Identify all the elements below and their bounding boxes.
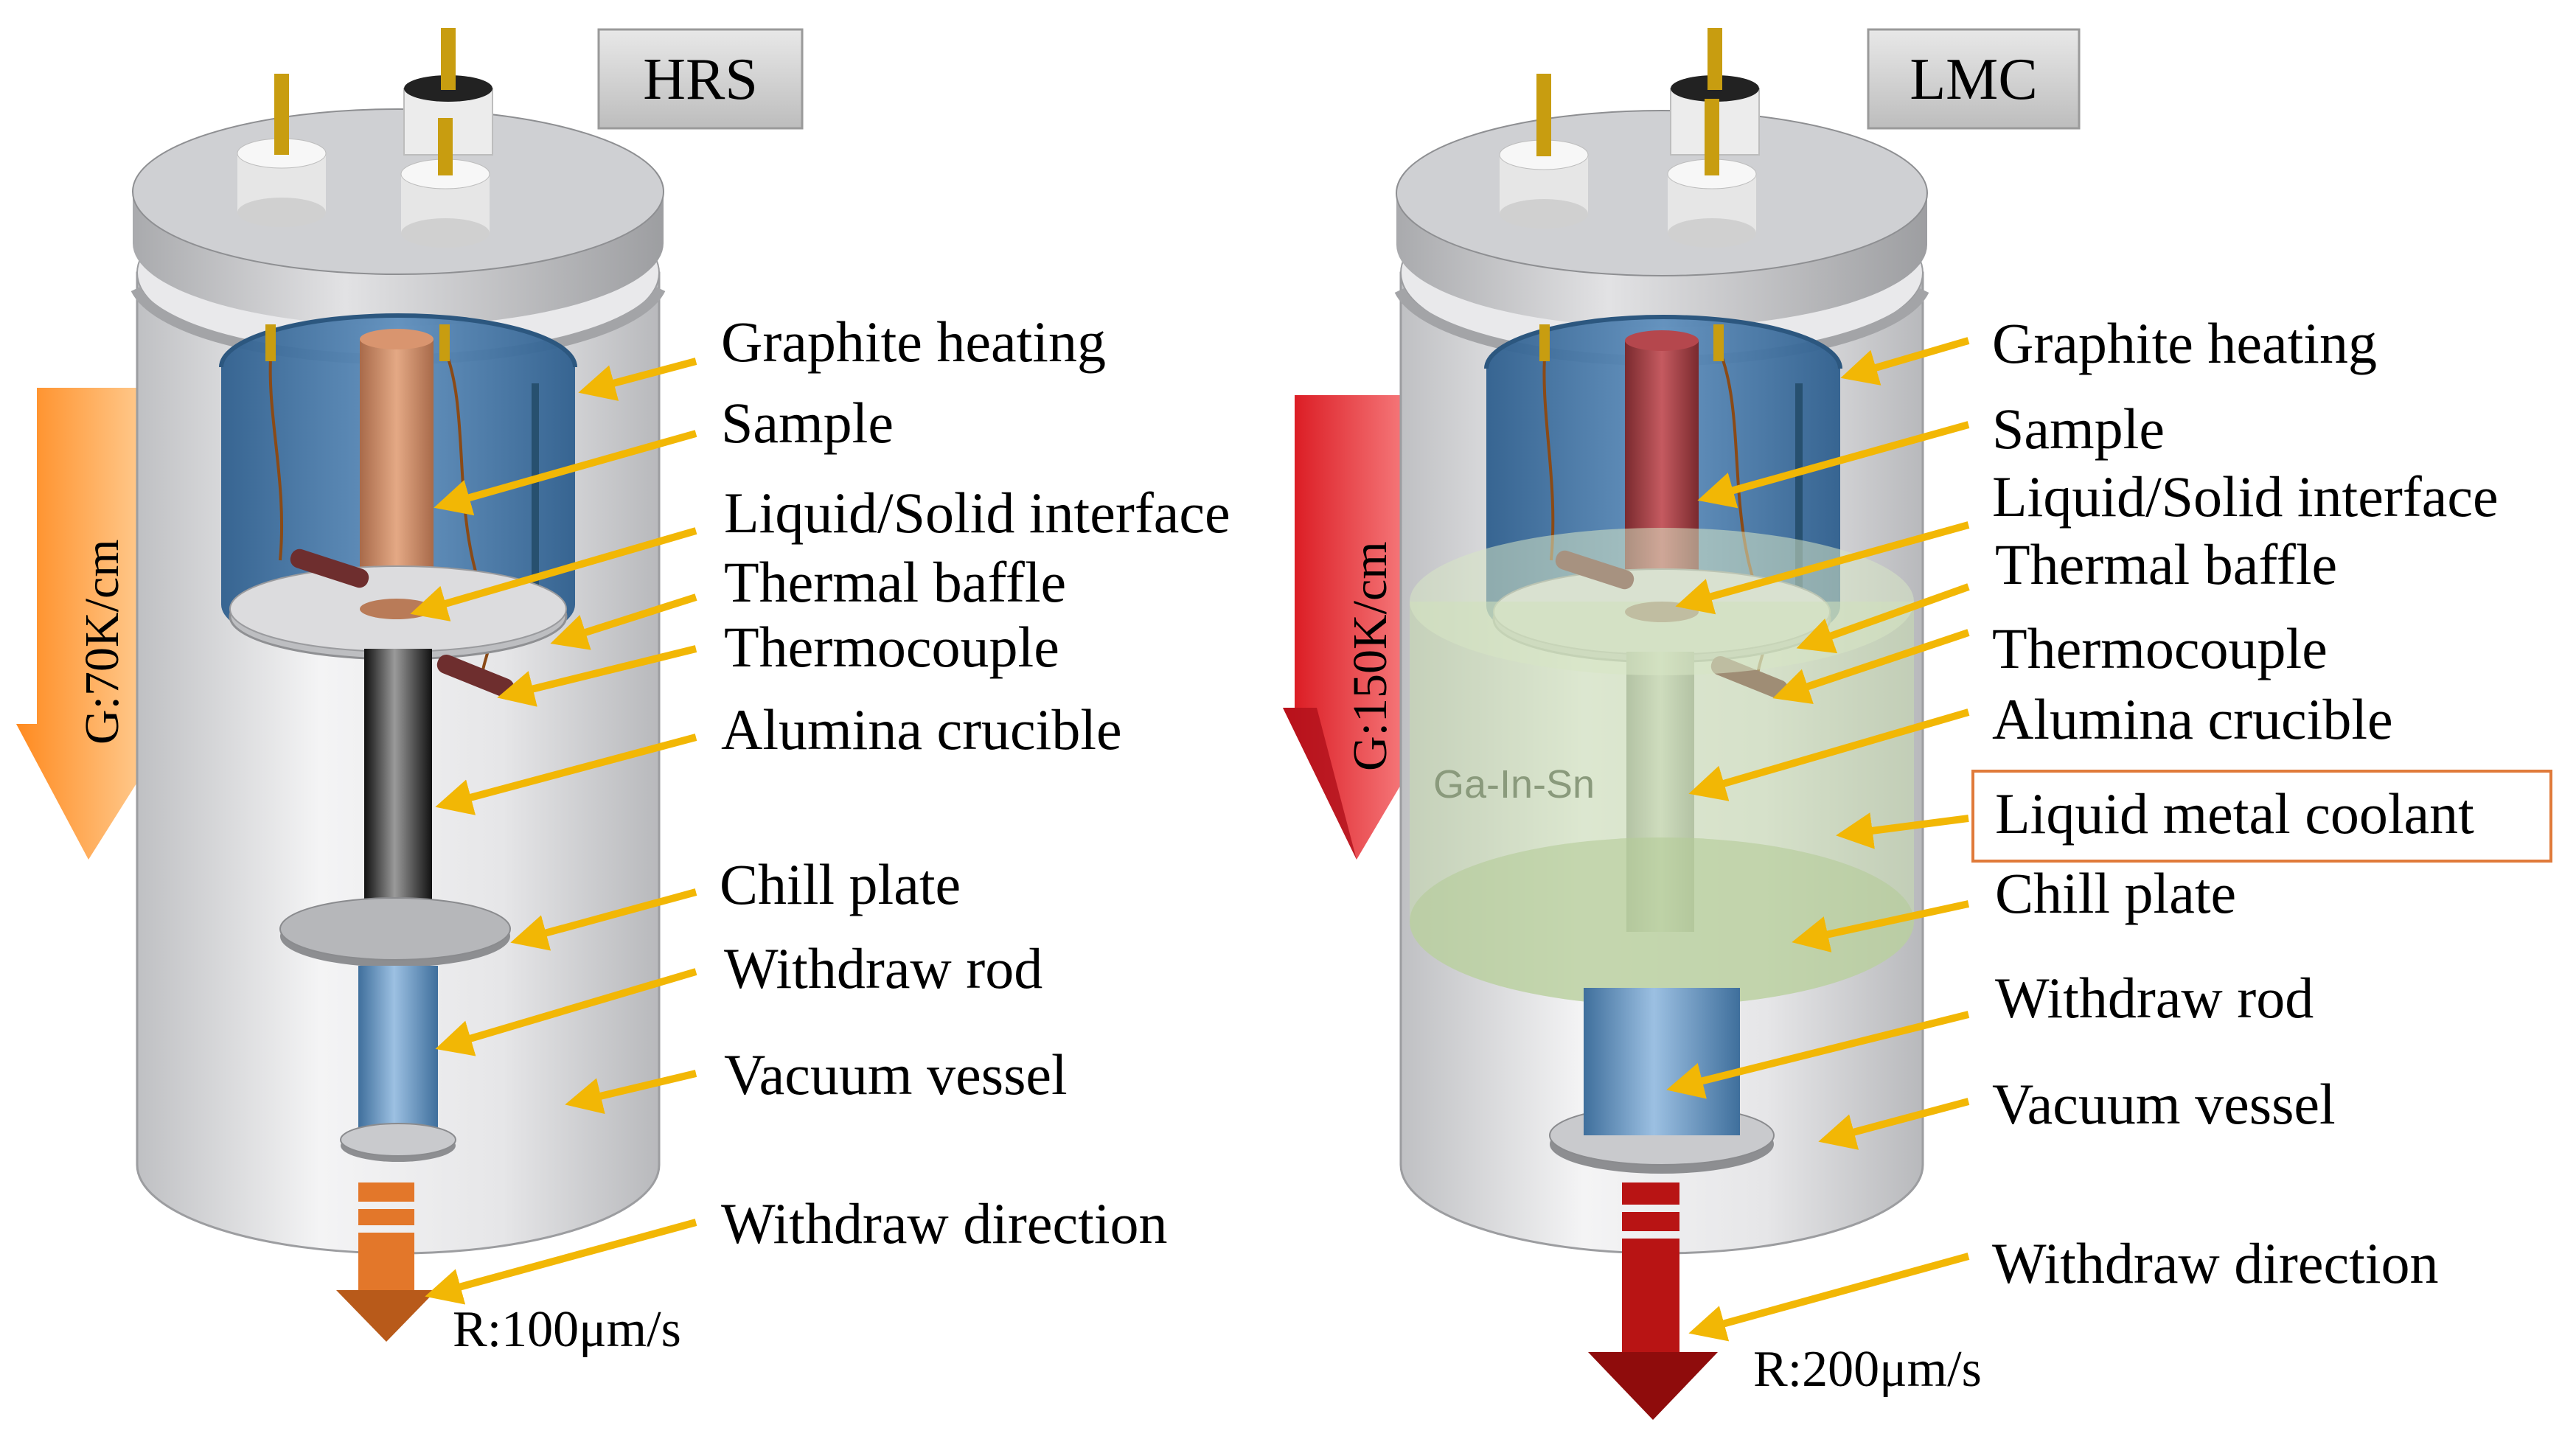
lmc-label-withdraw-rod: Withdraw rod <box>1995 966 2314 1030</box>
lmc-withdraw-arrow <box>1588 1182 1718 1420</box>
lmc-arrow-vessel <box>1818 1098 1970 1150</box>
lmc-title-box: LMC <box>1867 28 2081 130</box>
lmc-withdraw-rod <box>1549 988 1775 1174</box>
lmc-label-thermal-baffle: Thermal baffle <box>1995 532 2337 596</box>
hrs-label-thermal-baffle: Thermal baffle <box>724 550 1066 614</box>
hrs-gradient-arrow: G:70K/cm <box>16 388 174 860</box>
lmc-label-withdraw-direction: Withdraw direction <box>1992 1231 2439 1295</box>
lmc-feedthrough-left <box>1499 74 1589 229</box>
hrs-label-interface: Liquid/Solid interface <box>724 481 1230 545</box>
hrs-arrow-sample <box>434 430 697 516</box>
hrs-arrow-withdraw <box>425 1219 697 1305</box>
lmc-coolant-name: Ga-In-Sn <box>1433 762 1595 807</box>
lmc-arrow-thermocouple <box>1772 629 1970 704</box>
hrs-chill-plate <box>279 897 511 967</box>
hrs-label-withdraw-direction: Withdraw direction <box>721 1191 1168 1255</box>
lmc-feedthrough-right <box>1667 99 1757 248</box>
hrs-thermocouple-probe-lower <box>436 654 515 698</box>
hrs-arrow-graphite <box>578 358 697 401</box>
lmc-coolant-highlight-box <box>1971 770 2552 863</box>
lmc-panel: LMC G:150K/cm <box>1283 28 2552 1420</box>
lmc-label-liquid-metal-coolant: Liquid metal coolant <box>1995 781 2474 846</box>
hrs-arrow-rod <box>435 968 697 1056</box>
hrs-thermocouple-wires <box>265 324 492 687</box>
lmc-label-sample: Sample <box>1992 397 2165 461</box>
lmc-coolant-bath: Ga-In-Sn <box>1410 528 1914 1006</box>
lmc-label-vacuum-vessel: Vacuum vessel <box>1992 1072 2336 1136</box>
hrs-rate-label: R:100μm/s <box>453 1301 681 1358</box>
hrs-label-sample: Sample <box>721 391 894 455</box>
hrs-label-chill-plate: Chill plate <box>720 852 961 916</box>
lmc-arrow-crucible <box>1688 708 1970 801</box>
hrs-withdraw-rod <box>340 966 456 1162</box>
hrs-callout-arrows <box>410 358 697 1305</box>
hrs-arrow-crucible <box>435 734 697 815</box>
hrs-label-alumina-crucible: Alumina crucible <box>721 697 1122 762</box>
hrs-withdraw-arrow <box>336 1182 436 1342</box>
lmc-arrow-chill <box>1792 900 1970 952</box>
hrs-label-graphite-heating: Graphite heating <box>721 310 1106 374</box>
hrs-panel: HRS G:70K/cm <box>16 28 1230 1358</box>
lmc-arrow-sample <box>1697 421 1970 509</box>
hrs-arrow-chill <box>510 888 697 951</box>
lmc-arrow-rod <box>1666 1011 1970 1099</box>
hrs-thermocouple-probe-upper <box>290 548 369 588</box>
lmc-label-chill-plate: Chill plate <box>1995 861 2236 925</box>
lmc-arrow-withdraw <box>1688 1253 1970 1342</box>
lmc-arrow-graphite <box>1840 337 1970 386</box>
hrs-label-vacuum-vessel: Vacuum vessel <box>724 1042 1068 1107</box>
lmc-gradient-label: G:150K/cm <box>1343 541 1397 771</box>
lmc-rate-label: R:200μm/s <box>1753 1341 1982 1398</box>
lmc-label-interface: Liquid/Solid interface <box>1992 464 2499 529</box>
lmc-label-alumina-crucible: Alumina crucible <box>1992 687 2393 751</box>
hrs-arrow-thermocouple <box>497 645 697 707</box>
hrs-arrow-interface <box>410 527 697 621</box>
lmc-title: LMC <box>1910 47 2037 112</box>
lmc-arrow-baffle <box>1796 583 1970 654</box>
lmc-label-thermocouple: Thermocouple <box>1992 616 2328 680</box>
lmc-arrow-interface <box>1675 521 1970 615</box>
hrs-gradient-label: G:70K/cm <box>75 539 129 745</box>
hrs-feedthrough-right <box>400 118 490 248</box>
lmc-callout-arrows <box>1666 337 1970 1342</box>
lmc-arrow-coolant <box>1836 812 1969 849</box>
hrs-label-withdraw-rod: Withdraw rod <box>724 936 1042 1000</box>
hrs-title-box: HRS <box>597 28 804 130</box>
hrs-arrow-vessel <box>565 1070 697 1115</box>
hrs-arrow-baffle <box>550 593 697 650</box>
hrs-feedthrough-left <box>237 74 327 227</box>
hrs-alumina-crucible <box>364 649 432 929</box>
lmc-label-graphite-heating: Graphite heating <box>1992 311 2377 375</box>
hrs-label-thermocouple: Thermocouple <box>724 615 1059 679</box>
hrs-title: HRS <box>643 47 758 112</box>
